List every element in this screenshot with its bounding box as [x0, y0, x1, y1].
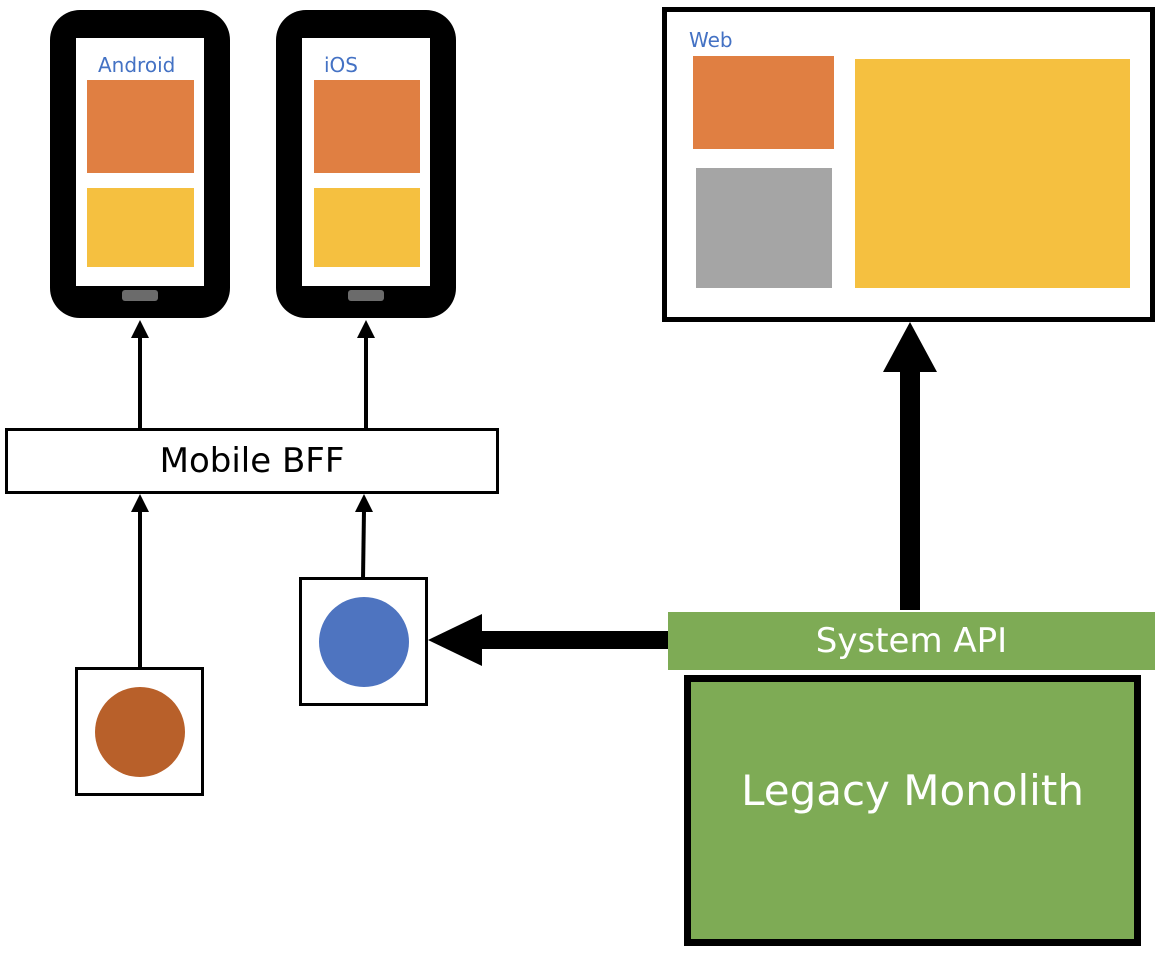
- ios-orange-panel: [314, 80, 420, 173]
- web-label: Web: [689, 28, 733, 52]
- android-label: Android: [98, 53, 176, 77]
- blue-service-circle: [319, 597, 409, 687]
- legacy-monolith-box: Legacy Monolith: [684, 675, 1141, 946]
- web-gray-panel: [696, 168, 832, 288]
- blue-service-box: [299, 577, 428, 706]
- brown-service-circle: [95, 687, 185, 777]
- web-yellow-panel: [855, 59, 1130, 288]
- arrowhead-blue-service: [428, 614, 482, 666]
- android-home-button: [122, 290, 158, 301]
- legacy-monolith-label: Legacy Monolith: [741, 766, 1084, 815]
- ios-phone: iOS: [276, 10, 456, 318]
- arrowhead-android: [131, 320, 149, 338]
- ios-yellow-panel: [314, 188, 420, 267]
- android-screen: Android: [76, 38, 204, 286]
- android-orange-panel: [87, 80, 194, 173]
- ios-home-button: [348, 290, 384, 301]
- ios-screen: iOS: [302, 38, 430, 286]
- web-orange-panel: [693, 56, 834, 149]
- android-phone: Android: [50, 10, 230, 318]
- android-yellow-panel: [87, 188, 194, 267]
- system-api-label: System API: [815, 621, 1008, 661]
- mobile-bff-box: Mobile BFF: [5, 428, 499, 494]
- system-api-bar: System API: [668, 612, 1155, 670]
- arrowhead-web: [883, 322, 937, 372]
- brown-service-box: [75, 667, 204, 796]
- arrowhead-bff-left: [131, 494, 149, 512]
- arrowhead-bff-right: [355, 494, 373, 512]
- arrowhead-ios: [357, 320, 375, 338]
- ios-label: iOS: [324, 53, 358, 77]
- arrow-blue-service-to-bff: [361, 509, 366, 580]
- mobile-bff-label: Mobile BFF: [159, 441, 345, 481]
- web-frame: Web: [662, 7, 1155, 322]
